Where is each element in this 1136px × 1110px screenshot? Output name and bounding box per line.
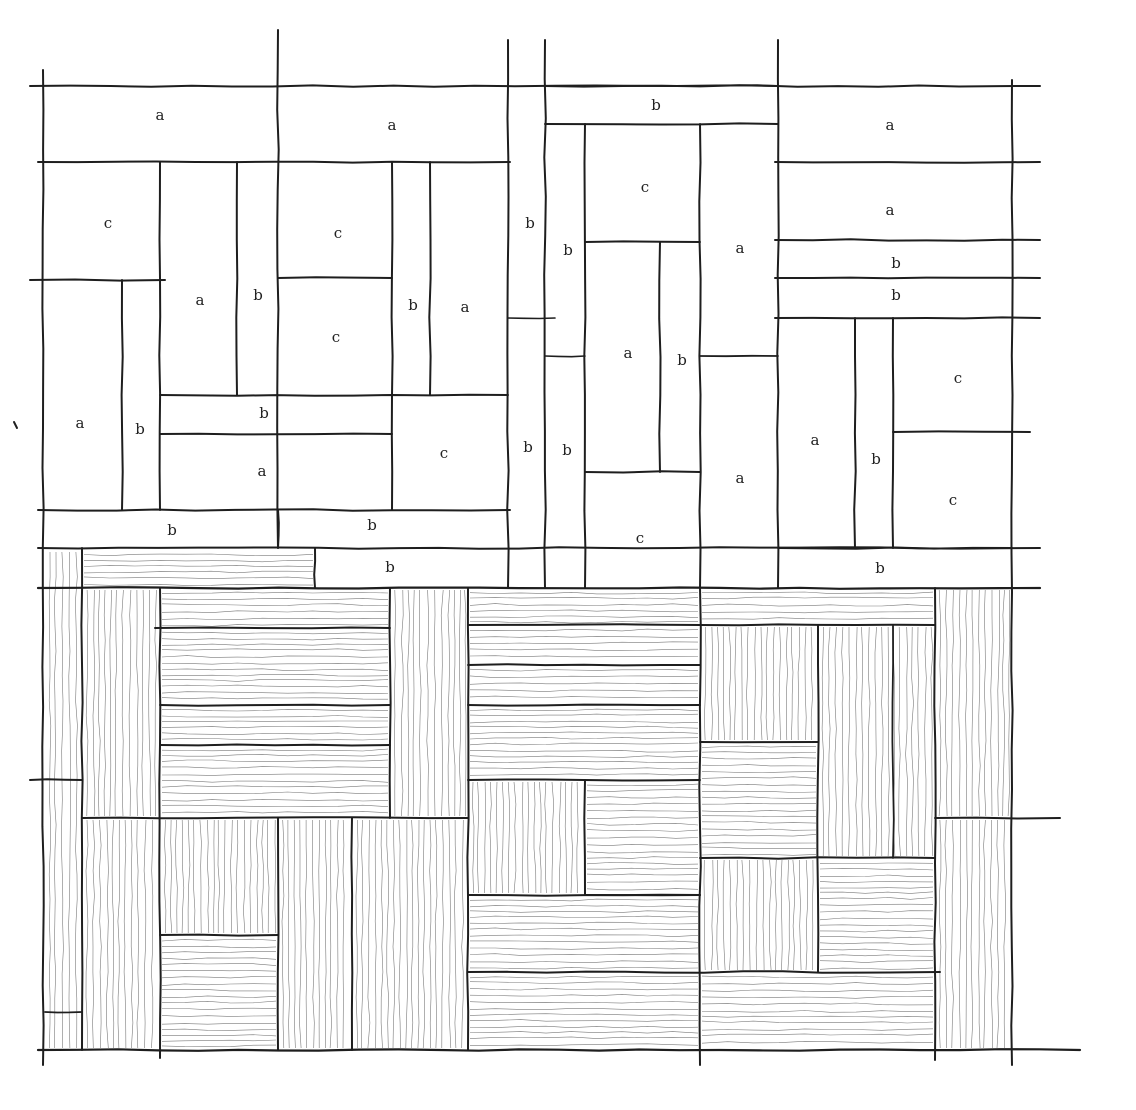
outline-horizontal xyxy=(893,431,1030,432)
outline-vertical xyxy=(1011,80,1012,1065)
outline-vertical xyxy=(892,318,893,548)
plank-label-b: b xyxy=(408,296,418,314)
plank-label-a: a xyxy=(388,116,397,134)
outline-vertical xyxy=(278,510,279,548)
outline-horizontal xyxy=(935,818,1060,819)
plank-label-a: a xyxy=(886,116,895,134)
outline-horizontal xyxy=(545,123,778,124)
plank-label-a: a xyxy=(624,344,633,362)
plank-label-a: a xyxy=(461,298,470,316)
plank-label-b: b xyxy=(135,420,145,438)
outline-horizontal xyxy=(160,935,278,936)
plank-label-b: b xyxy=(385,558,395,576)
outline-horizontal xyxy=(38,587,1040,589)
outline-horizontal xyxy=(82,817,468,818)
plank-label-c: c xyxy=(332,328,340,346)
plank-label-b: b xyxy=(871,450,881,468)
plank-label-a: a xyxy=(736,469,745,487)
outline-horizontal xyxy=(30,779,82,780)
outline-vertical xyxy=(122,280,123,510)
outline-vertical xyxy=(351,818,352,1050)
outline-vertical xyxy=(314,548,315,588)
plank-label-c: c xyxy=(636,529,644,547)
outline-horizontal xyxy=(585,241,700,242)
plank-label-b: b xyxy=(167,521,177,539)
plank-label-a: a xyxy=(156,106,165,124)
plank-label-b: b xyxy=(259,404,269,422)
plank-label-b: b xyxy=(367,516,377,534)
plank-label-a: a xyxy=(76,414,85,432)
plank-label-b: b xyxy=(253,286,263,304)
outline-vertical xyxy=(81,548,82,1050)
outline-vertical xyxy=(584,780,585,895)
plank-label-b: b xyxy=(891,254,901,272)
outline-horizontal xyxy=(775,239,1040,240)
plank-label-b: b xyxy=(677,351,687,369)
outline-vertical xyxy=(817,625,818,972)
plank-label-c: c xyxy=(954,369,962,387)
outline-horizontal xyxy=(468,895,700,896)
outline-horizontal xyxy=(38,162,510,163)
plank-label-a: a xyxy=(736,239,745,257)
outline-horizontal xyxy=(160,705,390,706)
plank-label-c: c xyxy=(334,224,342,242)
plank-label-b: b xyxy=(523,438,533,456)
outline-horizontal xyxy=(585,471,700,472)
plank-label-b: b xyxy=(563,241,573,259)
plank-label-a: a xyxy=(196,291,205,309)
outline-horizontal xyxy=(775,162,1040,163)
outline-horizontal xyxy=(30,280,165,281)
outline-horizontal xyxy=(155,628,390,629)
outline-horizontal xyxy=(278,277,392,278)
plank-label-a: a xyxy=(811,431,820,449)
plank-label-b: b xyxy=(875,559,885,577)
outline-vertical xyxy=(278,818,279,1050)
outline-vertical xyxy=(390,588,391,818)
plank-label-c: c xyxy=(104,214,112,232)
outline-horizontal xyxy=(775,317,1040,318)
outline-horizontal xyxy=(160,434,392,435)
plank-label-c: c xyxy=(949,491,957,509)
outline-horizontal xyxy=(775,278,1040,279)
outline-horizontal xyxy=(468,664,700,665)
plank-label-a: a xyxy=(886,201,895,219)
outline-horizontal xyxy=(468,705,700,706)
plank-label-b: b xyxy=(651,96,661,114)
plank-label-b: b xyxy=(891,286,901,304)
plank-label-a: a xyxy=(258,462,267,480)
plank-label-c: c xyxy=(440,444,448,462)
outline-vertical xyxy=(236,162,237,395)
outline-horizontal xyxy=(545,356,585,357)
outline-horizontal xyxy=(160,395,508,396)
outline-horizontal xyxy=(508,318,555,319)
outline-vertical xyxy=(159,162,160,510)
outline-horizontal xyxy=(160,745,390,746)
plank-label-b: b xyxy=(562,441,572,459)
outline-horizontal xyxy=(45,1012,82,1013)
plank-label-b: b xyxy=(525,214,535,232)
outline-horizontal xyxy=(30,85,1040,87)
plank-label-c: c xyxy=(641,178,649,196)
outline-horizontal xyxy=(468,624,700,625)
